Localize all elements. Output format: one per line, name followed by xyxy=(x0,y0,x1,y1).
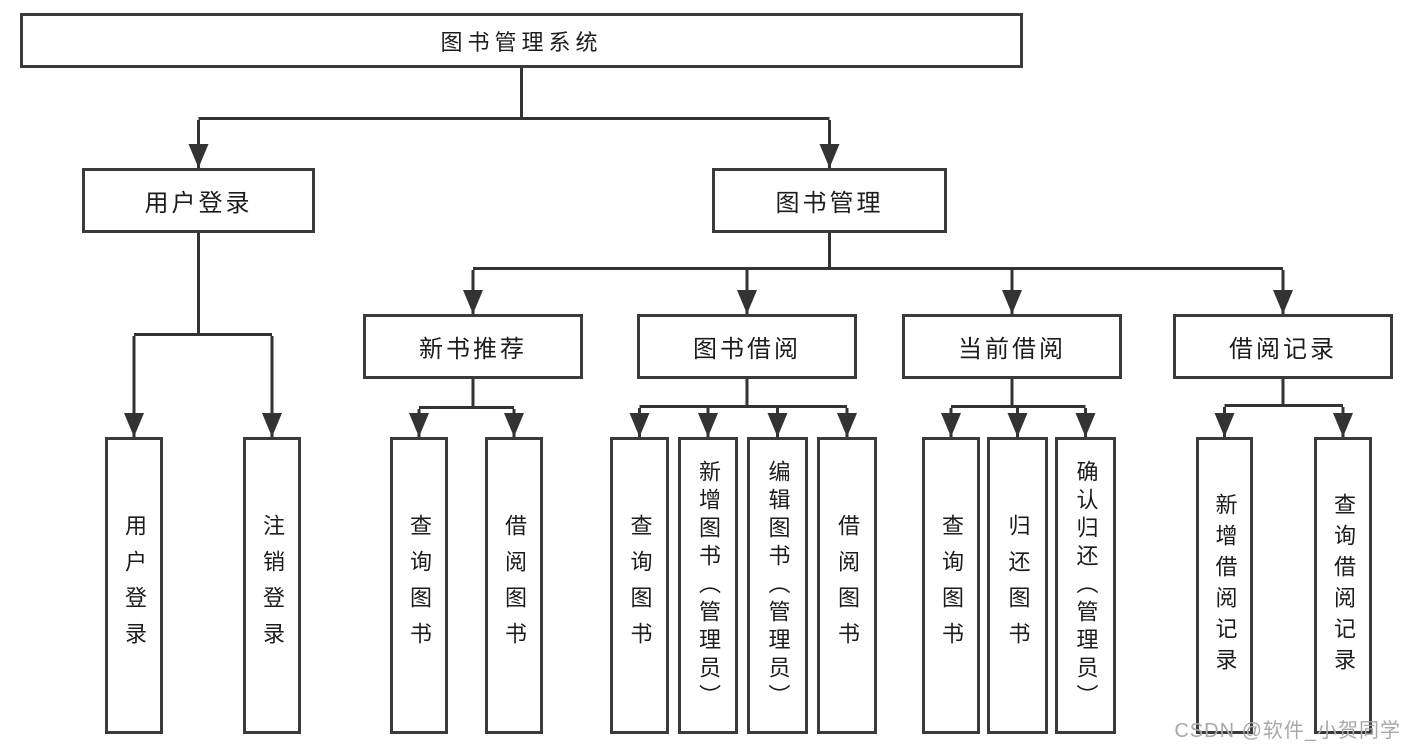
node-current-borrow: 当前借阅 xyxy=(902,314,1122,379)
leaf-add-book-admin: 新增图书（管理员） xyxy=(678,437,738,734)
leaf-recommend-borrow-book: 借阅图书 xyxy=(485,437,543,734)
node-user-login: 用户登录 xyxy=(82,168,315,233)
leaf-confirm-return-admin: 确认归还（管理员） xyxy=(1055,437,1116,734)
node-root-system: 图书管理系统 xyxy=(20,13,1023,68)
node-book-management: 图书管理 xyxy=(712,168,947,233)
csdn-watermark: CSDN @软件_小贺同学 xyxy=(1174,720,1401,742)
leaf-return-book: 归还图书 xyxy=(987,437,1048,734)
leaf-borrow-query-book: 查询图书 xyxy=(610,437,669,734)
leaf-logout: 注销登录 xyxy=(243,437,301,734)
node-new-book-recommend: 新书推荐 xyxy=(363,314,583,379)
leaf-query-borrow-record: 查询借阅记录 xyxy=(1314,437,1372,734)
node-book-borrow: 图书借阅 xyxy=(637,314,857,379)
leaf-recommend-query-book: 查询图书 xyxy=(390,437,448,734)
leaf-user-login: 用户登录 xyxy=(105,437,163,734)
leaf-borrow-book: 借阅图书 xyxy=(817,437,877,734)
node-borrow-records: 借阅记录 xyxy=(1173,314,1393,379)
leaf-edit-book-admin: 编辑图书（管理员） xyxy=(747,437,808,734)
leaf-add-borrow-record: 新增借阅记录 xyxy=(1196,437,1253,734)
leaf-current-query-book: 查询图书 xyxy=(922,437,980,734)
